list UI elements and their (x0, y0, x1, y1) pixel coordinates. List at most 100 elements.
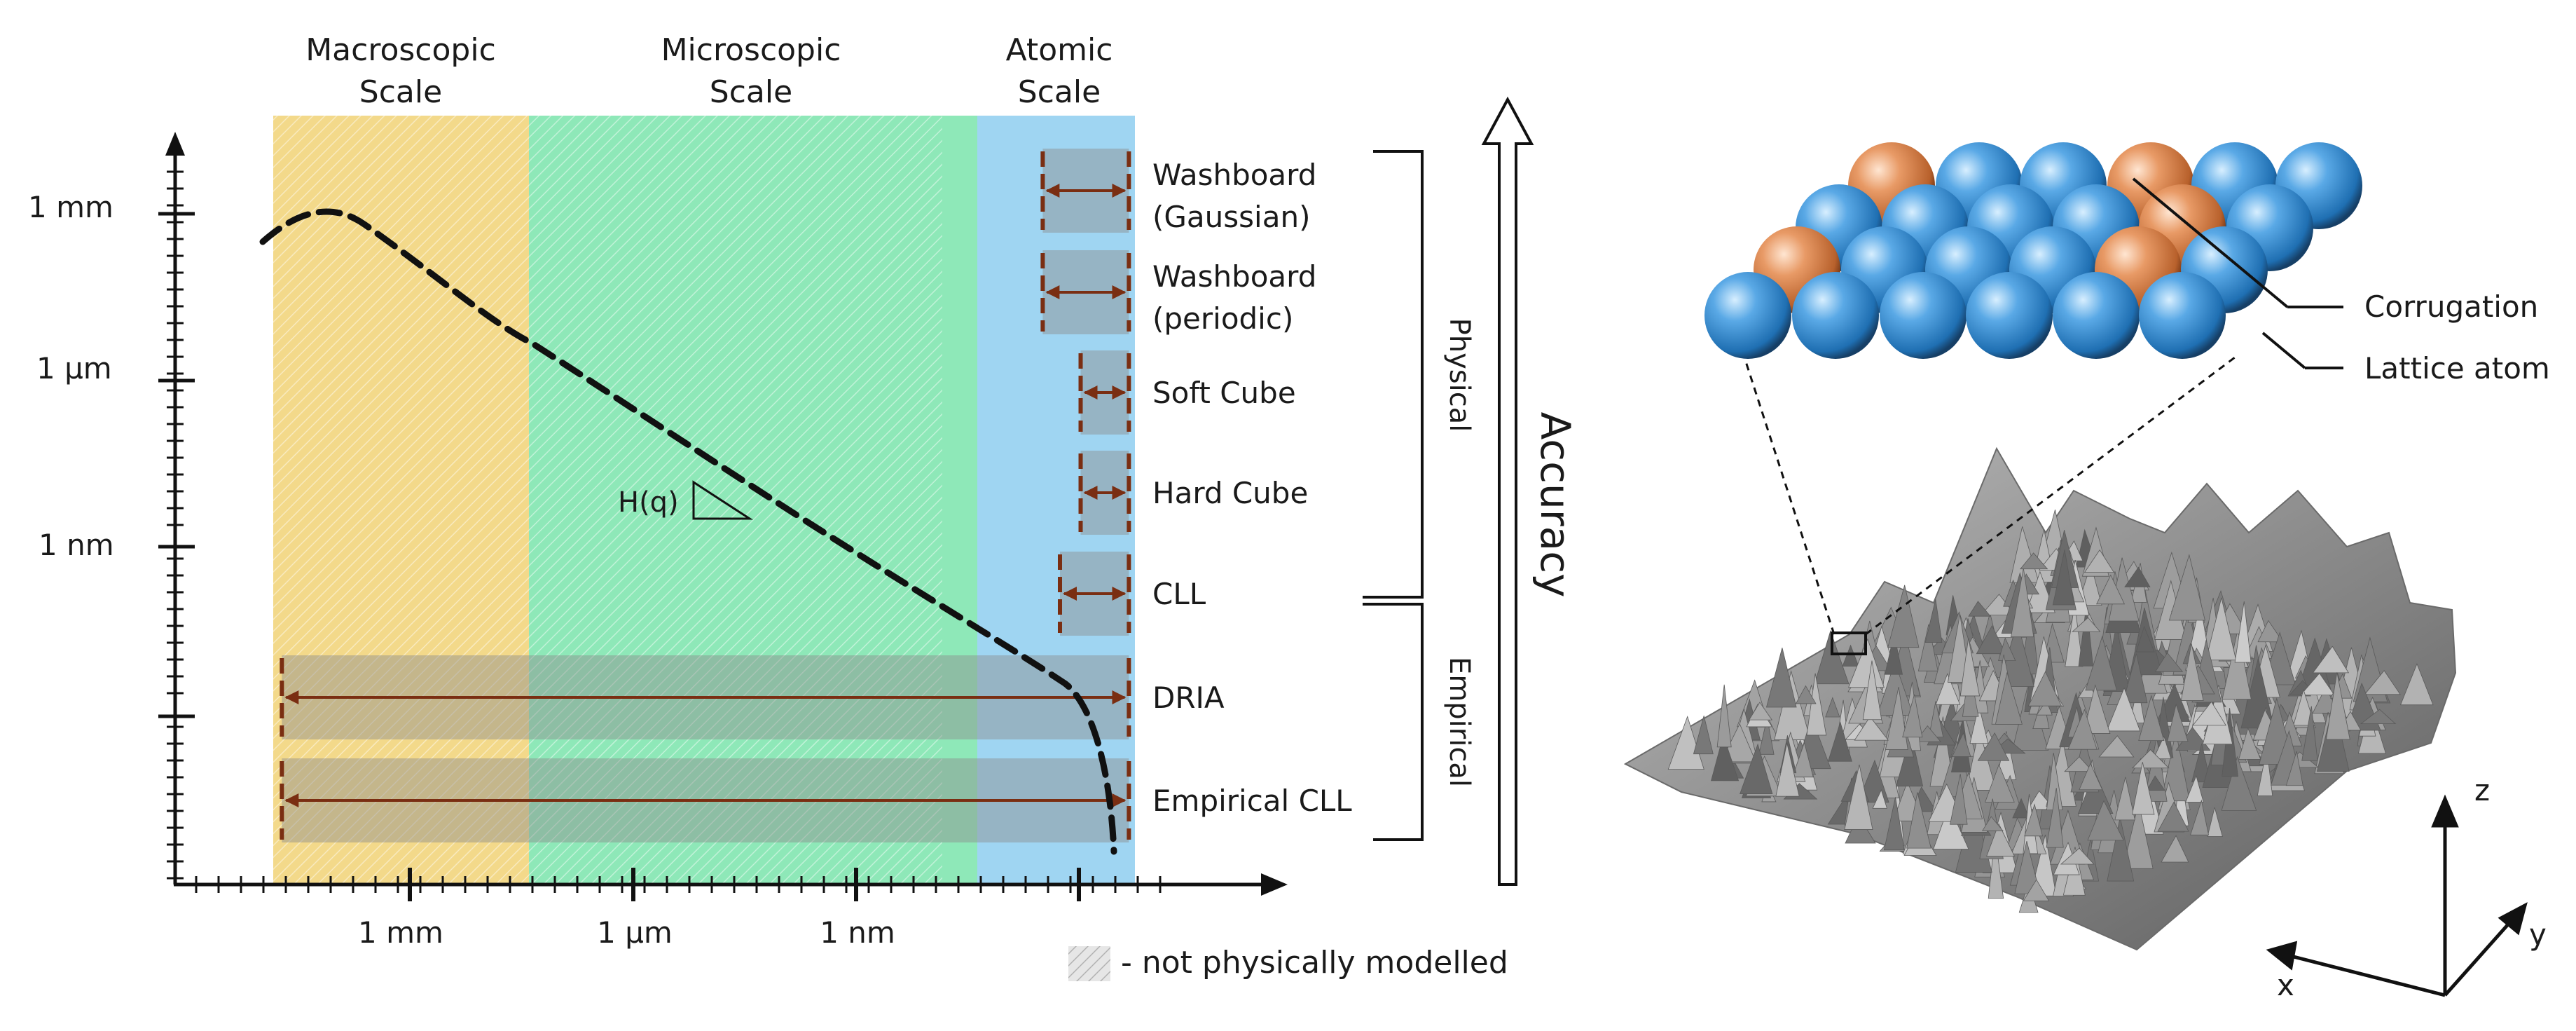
surface-peak (1758, 717, 1775, 755)
surface-peak (1896, 732, 1924, 787)
atom-lattice (1704, 142, 2362, 359)
surface-peak (2027, 671, 2062, 706)
surface-peak (1982, 816, 2004, 831)
model-label: Soft Cube (1152, 376, 1296, 410)
surface-peak (2222, 629, 2252, 700)
surface-peak (2083, 684, 2111, 734)
surface-peak (1984, 763, 2015, 803)
z-axis-label: z (2474, 773, 2490, 807)
surface-peak (2072, 617, 2101, 632)
surface-peak (2153, 735, 2172, 759)
surface-peak (1906, 792, 1931, 849)
surface-peak (2085, 635, 2117, 691)
surface-peak (2131, 749, 2170, 769)
surface-peak (2079, 763, 2103, 791)
surface-peak (2157, 801, 2189, 832)
surface-peak (1959, 638, 1981, 697)
surface-peak (1791, 742, 1814, 778)
surface-peak (2168, 554, 2205, 621)
surface-peak (1986, 823, 2016, 857)
surface-peak (2191, 743, 2211, 783)
surface-peak (2124, 566, 2151, 587)
surface-peak (1872, 788, 1887, 809)
lattice-atom (1880, 272, 1967, 359)
surface-peak (1883, 797, 1905, 851)
surface-peak (2132, 762, 2155, 815)
surface-peak (1827, 721, 1852, 762)
surface-peak (2067, 709, 2098, 750)
lattice-label: Lattice atom (2364, 351, 2550, 385)
surface-peak (1885, 686, 1908, 750)
surface-peak (1933, 804, 1969, 849)
surface-peak (1935, 673, 1961, 705)
y-tick-label-mm: 1 mm (28, 190, 113, 224)
surface-peak (2122, 803, 2154, 869)
model-labels: Washboard(Gaussian)Washboard(periodic)So… (1152, 158, 1352, 818)
surface-peak (2012, 798, 2030, 819)
surface-peak (1775, 742, 1800, 797)
surface-peak (2107, 817, 2135, 882)
surface-peak (1667, 716, 1704, 770)
x-axis-label: x (2277, 968, 2294, 1002)
model-label: CLL (1152, 577, 1206, 611)
surface-peak (1806, 673, 1827, 736)
surface-peak (2122, 653, 2148, 704)
surface-peak (2301, 706, 2318, 761)
surface-peak (2098, 735, 2135, 758)
surface-peak (2167, 703, 2189, 742)
lattice-leader (2261, 332, 2306, 369)
surface-peak (1968, 601, 1991, 617)
surface-peak (2046, 788, 2064, 848)
lattice-atom (2139, 272, 2226, 359)
surface-peak (1902, 694, 1923, 738)
model-label: Washboard(periodic) (1152, 259, 1316, 336)
surface-peak (2180, 643, 2204, 701)
surface-peak (2154, 652, 2184, 672)
surface-peak (1844, 764, 1873, 830)
surface-peak (1998, 637, 2016, 662)
surface-peak (1924, 599, 1943, 643)
surface-peak (2042, 622, 2065, 663)
surface-peak (2014, 841, 2041, 894)
model-bands (280, 149, 1131, 842)
surface-peak (1977, 732, 2010, 761)
surface-peak (2399, 663, 2434, 706)
surface-peak (1995, 672, 2023, 725)
corrugation-leader (2132, 177, 2289, 308)
x-tick-label-mm: 1 mm (358, 915, 443, 950)
surface-peak (2161, 835, 2189, 863)
surface-peak (2300, 673, 2335, 696)
accuracy-label: Accuracy (1531, 412, 1579, 598)
physical-bracket (1363, 150, 1424, 599)
surface-peak (2192, 701, 2226, 726)
surface-peak (2096, 574, 2126, 605)
x-tick-label-nm: 1 nm (820, 915, 895, 950)
surface-peak (2024, 803, 2043, 837)
surface-peak (2135, 625, 2155, 653)
surface-peak (1988, 835, 2004, 899)
surface-peak (2257, 749, 2273, 796)
surface-peak (1917, 624, 1938, 671)
lattice-atom (1966, 272, 2053, 359)
surface-peak (1951, 732, 1971, 757)
surface-peak (2207, 807, 2223, 837)
empirical-bracket (1363, 603, 1424, 841)
lattice-atom (1792, 272, 1879, 359)
surface-peak (2064, 756, 2093, 772)
model-label: Hard Cube (1152, 476, 1308, 510)
model-label: Empirical CLL (1152, 784, 1352, 818)
surface-peak (1887, 585, 1920, 648)
rough-surface (1623, 446, 2457, 951)
surface-peak (2023, 879, 2050, 901)
zoom-line-right (1865, 356, 2236, 636)
surface-peak (2078, 603, 2093, 667)
surface-peak (1929, 716, 1955, 787)
surface-peak (1950, 774, 1968, 825)
zoom-line-left (1743, 357, 1835, 635)
surface-peak (1976, 624, 2006, 655)
surface-peak (2138, 695, 2165, 741)
surface-peak (2020, 552, 2048, 570)
y-tick-label-um: 1 μm (36, 351, 112, 385)
